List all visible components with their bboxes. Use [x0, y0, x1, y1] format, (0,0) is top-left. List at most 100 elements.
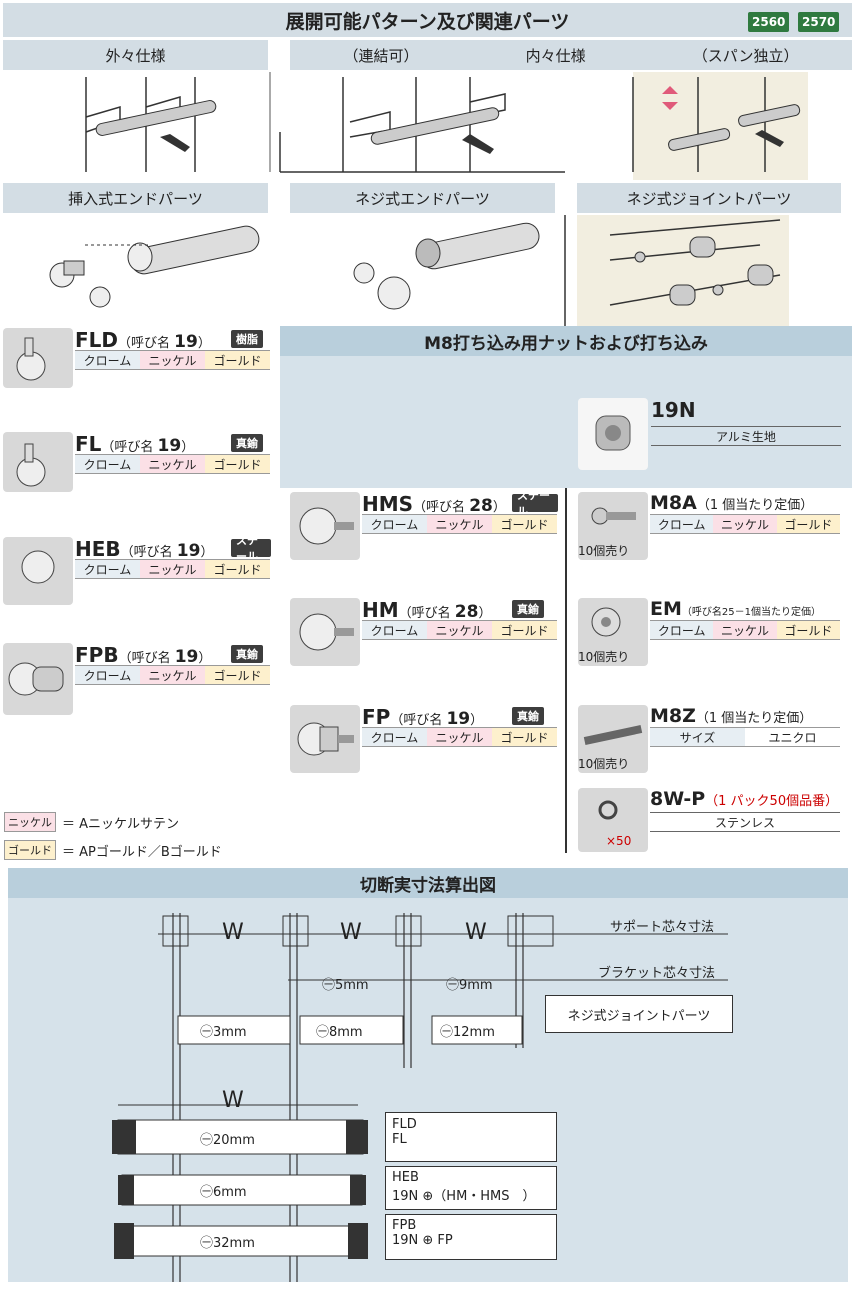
fp-finishes: クロームニッケルゴールド — [362, 727, 557, 747]
fld-finishes: クロームニッケルゴールド — [75, 350, 270, 370]
pattern-illustration — [85, 72, 808, 180]
fl-material: 真鍮 — [231, 434, 263, 452]
span-independent-label: （スパン独立） — [692, 46, 799, 65]
dim-3mm: ㊀3mm — [200, 1025, 247, 1040]
product-hms: HMS（呼び名 28） スチール クロームニッケルゴールド — [290, 489, 558, 560]
product-em: EM（呼び名25－1個当たり定価） クロームニッケルゴールド 10個売り — [578, 598, 844, 666]
legend-nickel-tag: ニッケル — [4, 812, 56, 832]
insert-end-label: 挿入式エンドパーツ — [68, 189, 203, 208]
fld-name: FLD（呼び名 19） — [75, 328, 211, 352]
19n-code: 19N — [651, 398, 696, 422]
em-name: EM（呼び名25－1個当たり定価） — [650, 598, 821, 620]
screw-end-header: ネジ式エンドパーツ — [290, 183, 555, 213]
product-fpb: FPB（呼び名 19） 真鍮 クロームニッケルゴールド — [3, 643, 271, 715]
page-title: 展開可能パターン及び関連パーツ — [285, 10, 570, 33]
inner-spec-label: 内々仕様 — [525, 46, 586, 65]
product-fld: FLD（呼び名 19） 樹脂 クロームニッケルゴールド — [3, 328, 271, 388]
ref-box-heb-line1: HEB — [392, 1170, 419, 1185]
ref-box-fpb: FPB 19N ⊕ FP — [385, 1214, 557, 1260]
bracket-label: ブラケット芯々寸法 — [598, 966, 716, 981]
legend-gold-text: ＝ APゴールド／Bゴールド — [62, 844, 222, 860]
hms-finishes: クロームニッケルゴールド — [362, 514, 557, 534]
legend-nickel-text: ＝ Aニッケルサテン — [62, 816, 180, 832]
product-fp: FP（呼び名 19） 真鍮 クロームニッケルゴールド — [290, 705, 558, 773]
dim-32mm: ㊀32mm — [200, 1236, 255, 1251]
heb-image — [3, 537, 73, 605]
series-badge-2: 2570 — [798, 12, 840, 32]
fpb-material: 真鍮 — [231, 645, 263, 663]
hms-image — [290, 492, 360, 560]
product-heb: HEB（呼び名 19） スチール クロームニッケルゴールド — [3, 534, 271, 605]
m8-header-label: M8打ち込み用ナットおよび打ち込み — [424, 333, 708, 354]
product-m8a: M8A（1 個当たり定価） クロームニッケルゴールド 10個売り — [578, 492, 844, 560]
m8z-name: M8Z（1 個当たり定価） — [650, 705, 813, 727]
dim-12mm: ㊀12mm — [440, 1025, 495, 1040]
m8z-image — [578, 705, 648, 773]
m8a-note: 10個売り — [578, 544, 630, 558]
em-image — [578, 598, 648, 666]
hm-name: HM（呼び名 28） — [362, 598, 492, 622]
w-marker-3: W — [465, 920, 487, 945]
legend-gold: ゴールド ＝ APゴールド／Bゴールド — [4, 840, 222, 860]
ref-box-fpb-line2: 19N ⊕ FP — [392, 1233, 453, 1248]
w-marker-2: W — [340, 920, 362, 945]
m8-header: M8打ち込み用ナットおよび打ち込み — [280, 326, 852, 356]
legend-gold-tag: ゴールド — [4, 840, 56, 860]
product-m8z: M8Z（1 個当たり定価） サイズユニクロ 10個売り — [578, 705, 844, 773]
m8z-note: 10個売り — [578, 757, 630, 771]
hms-name: HMS（呼び名 28） — [362, 492, 506, 516]
8wp-note: ×50 — [606, 834, 632, 848]
8wp-desc: ステンレス — [650, 812, 840, 832]
hms-material: スチール — [512, 489, 558, 518]
calc-header: 切断実寸法算出図 — [8, 868, 848, 898]
ref-box-fpb-line1: FPB — [392, 1218, 417, 1233]
product-19n: 19N アルミ生地 — [578, 398, 844, 470]
8wp-image — [578, 788, 648, 852]
fp-name: FP（呼び名 19） — [362, 705, 484, 729]
insert-end-header: 挿入式エンドパーツ — [3, 183, 268, 213]
fpb-image — [3, 643, 73, 715]
linkable-label: （連結可） — [343, 46, 419, 65]
series-badge-1: 2560 — [748, 12, 790, 32]
8wp-name: 8W-P（1 パック50個品番） — [650, 788, 839, 810]
dim-20mm: ㊀20mm — [200, 1133, 255, 1148]
ref-box-fld: FLD FL — [385, 1112, 557, 1162]
dim-6mm: ㊀6mm — [200, 1185, 247, 1200]
hm-material: 真鍮 — [512, 600, 544, 618]
w-marker-1: W — [222, 920, 244, 945]
fpb-finishes: クロームニッケルゴールド — [75, 665, 270, 685]
screw-end-label: ネジ式エンドパーツ — [355, 189, 490, 208]
heb-name: HEB（呼び名 19） — [75, 537, 214, 561]
screw-joint-header: ネジ式ジョイントパーツ — [577, 183, 841, 213]
m8z-spec-row: サイズユニクロ — [650, 727, 840, 747]
parts-illustration — [49, 215, 789, 327]
m8-panel — [280, 356, 852, 488]
fpb-name: FPB（呼び名 19） — [75, 643, 212, 667]
fl-name: FL（呼び名 19） — [75, 432, 195, 456]
m8a-name: M8A（1 個当たり定価） — [650, 492, 814, 514]
dim-8mm: ㊀8mm — [316, 1025, 363, 1040]
m8a-image — [578, 492, 648, 560]
heb-finishes: クロームニッケルゴールド — [75, 559, 270, 579]
ref-box-heb: HEB 19N ⊕（HM・HMS ） — [385, 1166, 557, 1210]
inner-spec-header: （連結可） 内々仕様 （スパン独立） — [290, 40, 852, 70]
em-finishes: クロームニッケルゴールド — [650, 620, 840, 640]
outer-spec-header: 外々仕様 — [3, 40, 268, 70]
ref-box-fld-line1: FLD — [392, 1117, 417, 1132]
support-label: サポート芯々寸法 — [610, 920, 715, 935]
ref-box-heb-line2: 19N ⊕（HM・HMS ） — [392, 1189, 536, 1204]
ref-box-fld-line2: FL — [392, 1132, 407, 1147]
product-hm: HM（呼び名 28） 真鍮 クロームニッケルゴールド — [290, 598, 558, 666]
column-divider — [565, 488, 567, 853]
19n-image — [578, 398, 648, 470]
hm-image — [290, 598, 360, 666]
fld-image — [3, 328, 73, 388]
calc-diagram — [112, 913, 728, 1282]
page-title-bar: 展開可能パターン及び関連パーツ 2560 2570 — [3, 3, 852, 37]
w-marker-4: W — [222, 1088, 244, 1113]
m8a-finishes: クロームニッケルゴールド — [650, 514, 840, 534]
fld-material: 樹脂 — [231, 330, 263, 348]
product-8wp: 8W-P（1 パック50個品番） ステンレス ×50 — [578, 788, 844, 852]
joint-label: ネジ式ジョイントパーツ — [545, 995, 733, 1033]
legend-nickel: ニッケル ＝ Aニッケルサテン — [4, 812, 179, 832]
